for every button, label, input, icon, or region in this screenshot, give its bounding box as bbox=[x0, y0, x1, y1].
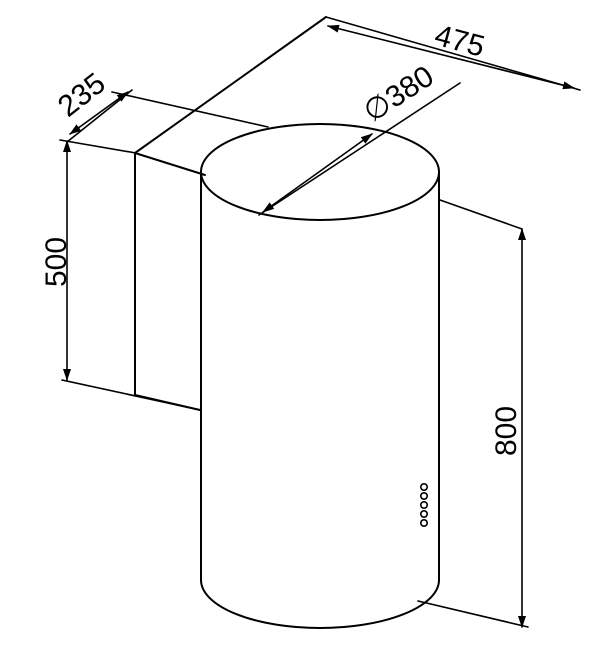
dimension-depth-235: 235 bbox=[52, 67, 269, 143]
button-dot-icon bbox=[419, 491, 428, 500]
dimension-height-500: 500 bbox=[40, 139, 201, 411]
button-dot-icon bbox=[419, 518, 428, 527]
control-buttons bbox=[419, 482, 428, 527]
button-dot-icon bbox=[419, 509, 428, 518]
dimension-label-475: 475 bbox=[431, 19, 488, 64]
dimension-label-235: 235 bbox=[52, 67, 112, 124]
cylinder-body bbox=[200, 123, 440, 629]
duct-box bbox=[134, 16, 327, 411]
button-dot-icon bbox=[419, 482, 428, 491]
dimension-label-500: 500 bbox=[40, 237, 73, 287]
button-dot-icon bbox=[419, 500, 428, 509]
dimension-label-380: ∅380 bbox=[358, 60, 440, 129]
dimension-height-800: 800 bbox=[417, 228, 529, 628]
dimension-width-475: 475 bbox=[325, 16, 581, 230]
dimension-label-800: 800 bbox=[490, 406, 523, 456]
